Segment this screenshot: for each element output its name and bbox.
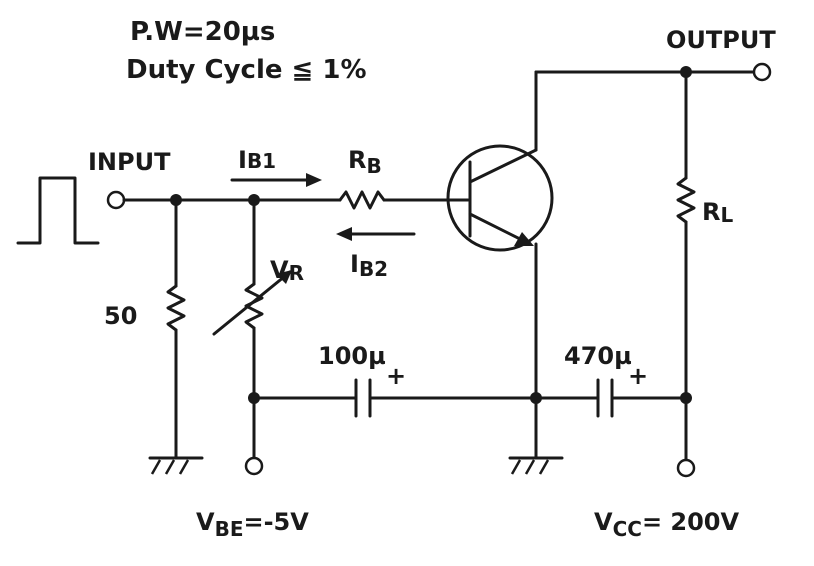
ib2-label: IB2 bbox=[350, 250, 388, 281]
transistor-npn bbox=[446, 144, 554, 252]
output-terminal bbox=[752, 62, 772, 82]
duty-cycle-note: Duty Cycle ≦ 1% bbox=[126, 55, 367, 85]
pulse-width-note: P.W=20µs bbox=[130, 17, 275, 47]
rl-label: RL bbox=[702, 198, 733, 227]
c1-label: 100µ bbox=[318, 342, 386, 370]
input-terminal bbox=[106, 190, 126, 210]
ground-hatch bbox=[178, 459, 190, 475]
vcc-terminal bbox=[676, 458, 696, 478]
c2-plus: + bbox=[628, 362, 648, 390]
ground-hatch bbox=[524, 459, 536, 475]
ground-hatch bbox=[510, 459, 522, 475]
vr-label: VR bbox=[270, 256, 304, 285]
emitter-arrow bbox=[514, 232, 534, 246]
ib1-label: IB1 bbox=[238, 146, 276, 174]
vbe-label: VBE=-5V bbox=[196, 508, 309, 541]
transistor-collector-lead bbox=[468, 148, 538, 184]
rb-resistor bbox=[338, 190, 386, 210]
vr-adjust-arrow bbox=[212, 270, 292, 336]
ib1-arrowhead bbox=[306, 173, 322, 187]
r50-label: 50 bbox=[104, 302, 137, 330]
vr-arrowhead bbox=[276, 270, 292, 284]
input-pulse-waveform bbox=[16, 176, 100, 245]
r50-resistor bbox=[166, 284, 186, 332]
junction-dot bbox=[680, 392, 692, 404]
c2-label: 470µ bbox=[564, 342, 632, 370]
c1-plus: + bbox=[386, 362, 406, 390]
rl-resistor bbox=[676, 176, 696, 224]
input-label: INPUT bbox=[88, 148, 171, 176]
ground-hatch bbox=[538, 459, 550, 475]
ib2-arrowhead bbox=[336, 227, 352, 241]
ground-hatch bbox=[150, 459, 162, 475]
output-label: OUTPUT bbox=[666, 26, 776, 54]
rb-label: RB bbox=[348, 146, 382, 178]
vbe-terminal bbox=[244, 456, 264, 476]
vcc-label: VCC= 200V bbox=[594, 508, 740, 541]
ground-hatch bbox=[164, 459, 176, 475]
